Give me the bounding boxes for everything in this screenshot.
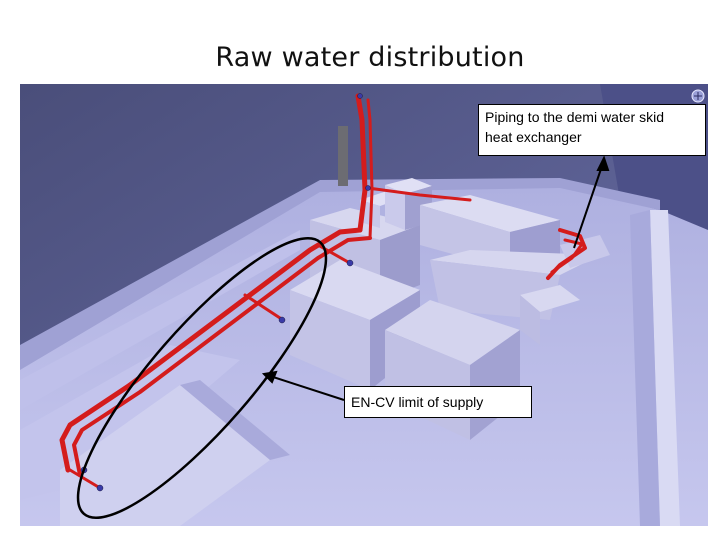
- raw-water-piping[interactable]: [59, 93, 587, 490]
- block-h-front: [520, 295, 540, 345]
- pipe-to-demi-skid-2[interactable]: [550, 238, 584, 274]
- callout-piping-line2: heat exchanger: [485, 129, 582, 145]
- arrow-to-callout: [573, 165, 603, 249]
- foreground-block: [60, 385, 270, 526]
- arrow-to-ellipse: [269, 375, 345, 401]
- pipe-riser[interactable]: [355, 93, 368, 233]
- block-g-top: [385, 300, 520, 365]
- foreground-block-side: [180, 380, 290, 460]
- callout-limit-text: EN-CV limit of supply: [351, 394, 484, 410]
- pipe-branch-front[interactable]: [68, 468, 102, 490]
- block-c-front: [385, 185, 405, 230]
- limit-of-supply-ellipse: [76, 236, 328, 520]
- left-low-wall: [20, 230, 300, 410]
- arrow-to-callout-head: [596, 155, 610, 171]
- pipe-main-run-1[interactable]: [59, 227, 363, 473]
- block-d-top: [420, 195, 560, 232]
- block-c-top: [385, 178, 432, 194]
- arrow-to-ellipse-head: [261, 370, 278, 384]
- pipe-branch-1[interactable]: [243, 293, 282, 320]
- callout-limit-of-supply: EN-CV limit of supply: [344, 386, 532, 418]
- block-a-top: [310, 208, 420, 240]
- platform-right-step: [630, 210, 660, 526]
- pipe-main-run-2[interactable]: [72, 236, 372, 477]
- block-h-top: [520, 285, 580, 312]
- callout-piping-demi-water: Piping to the demi water skid heat excha…: [478, 104, 706, 156]
- slide-title: Raw water distribution: [215, 42, 525, 73]
- callout-piping-line1: Piping to the demi water skid: [485, 109, 664, 125]
- pipe-header[interactable]: [366, 186, 472, 202]
- block-f-front: [290, 290, 370, 390]
- annotation-arrows: [261, 155, 610, 401]
- compass-icon[interactable]: [691, 89, 705, 103]
- tall-post: [338, 126, 348, 186]
- pipe-riser-2[interactable]: [366, 98, 374, 240]
